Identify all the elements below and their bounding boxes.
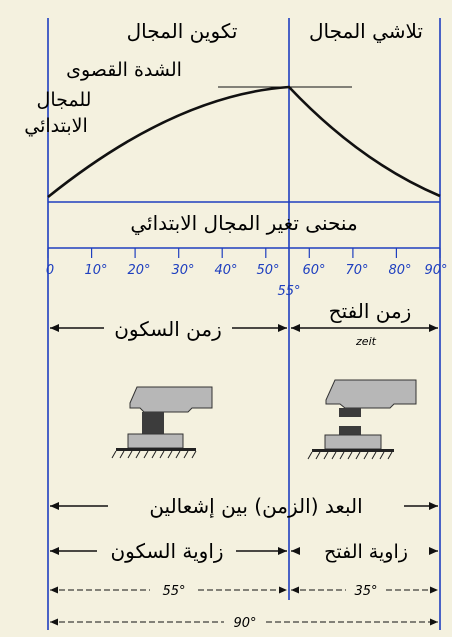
open-time-sublabel: zeit	[355, 335, 377, 348]
contacts-open-drawing	[307, 379, 417, 460]
dwell-angle-arrow	[50, 547, 287, 555]
tick-label-60: 60°	[302, 263, 325, 278]
tick-label-30: 30°	[171, 263, 194, 278]
dwell-degrees-label: 55°	[162, 584, 185, 599]
angle-axis-ticks	[47, 248, 441, 258]
tick-label-20: 20°	[127, 263, 150, 278]
total-degrees-label: 90°	[233, 616, 256, 631]
dwell-degrees-arrow	[50, 586, 287, 594]
open-angle-arrow	[291, 547, 438, 555]
curve-caption: منحنى تغير المجال الابتدائي	[130, 211, 357, 236]
tick-label-50: 50°	[256, 263, 279, 278]
tick-label-0: 0	[46, 263, 54, 278]
ignition-interval-label: البعد (الزمن) بين إشعالين	[149, 494, 362, 519]
open-degrees-label: 35°	[354, 584, 377, 599]
tick-label-80: 80°	[388, 263, 411, 278]
open-angle-label: زاوية الفتح	[324, 541, 408, 563]
field-curve	[47, 85, 441, 199]
angle-axis-labels: 0 10° 20° 30° 40° 50° 60° 70° 80° 90°	[46, 263, 448, 278]
max-intensity-line2: للمجال	[37, 89, 92, 111]
contacts-closed-drawing	[111, 386, 213, 459]
max-intensity-line3: الابتدائي	[24, 115, 88, 137]
open-degrees-arrow	[291, 586, 438, 594]
dwell-time-arrow	[50, 324, 287, 332]
dwell-angle-label: زاوية السكون	[110, 539, 223, 563]
open-time-arrow	[291, 324, 438, 332]
tick-label-10: 10°	[84, 263, 107, 278]
field-buildup-label: تكوين المجال	[127, 19, 238, 43]
dwell-time-label: زمن السكون	[114, 317, 222, 341]
open-time-label: زمن الفتح	[329, 299, 412, 323]
tick-label-40: 40°	[214, 263, 237, 278]
total-degrees-arrow	[50, 618, 438, 626]
max-intensity-line1: الشدة القصوى	[66, 59, 182, 81]
ignition-interval-arrow	[50, 502, 438, 510]
tick-label-70: 70°	[345, 263, 368, 278]
split-angle-label: 55°	[277, 284, 300, 299]
tick-label-90: 90°	[424, 263, 447, 278]
field-decay-label: تلاشي المجال	[309, 19, 423, 44]
